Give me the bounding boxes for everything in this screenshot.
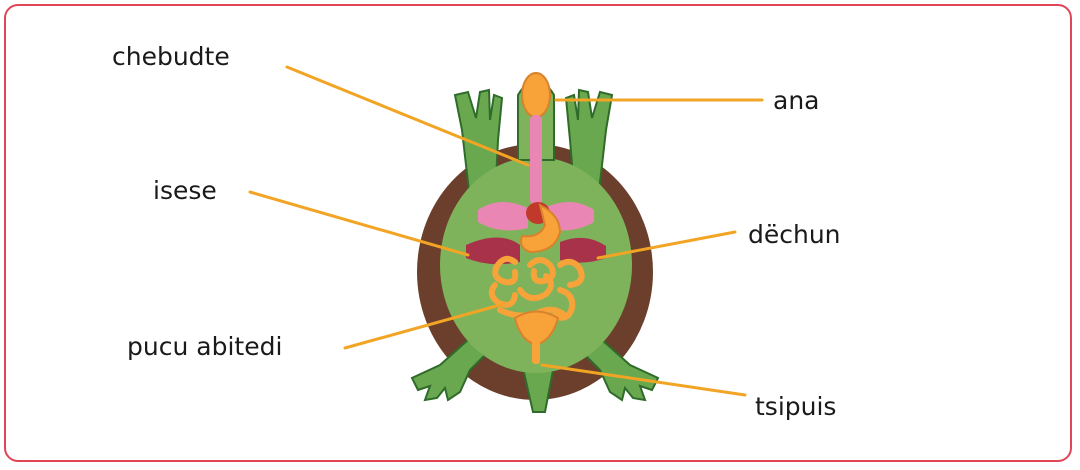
label-pucu-abitedi: pucu abitedi	[127, 332, 282, 362]
cloaca-organ	[532, 340, 540, 364]
trachea-organ	[530, 115, 542, 205]
label-tsipuis: tsipuis	[755, 392, 836, 422]
label-isese: isese	[153, 176, 217, 206]
label-dechun: dëchun	[748, 220, 841, 250]
label-ana: ana	[773, 86, 819, 116]
label-chebudte: chebudte	[112, 42, 230, 72]
brain-organ	[522, 73, 550, 117]
